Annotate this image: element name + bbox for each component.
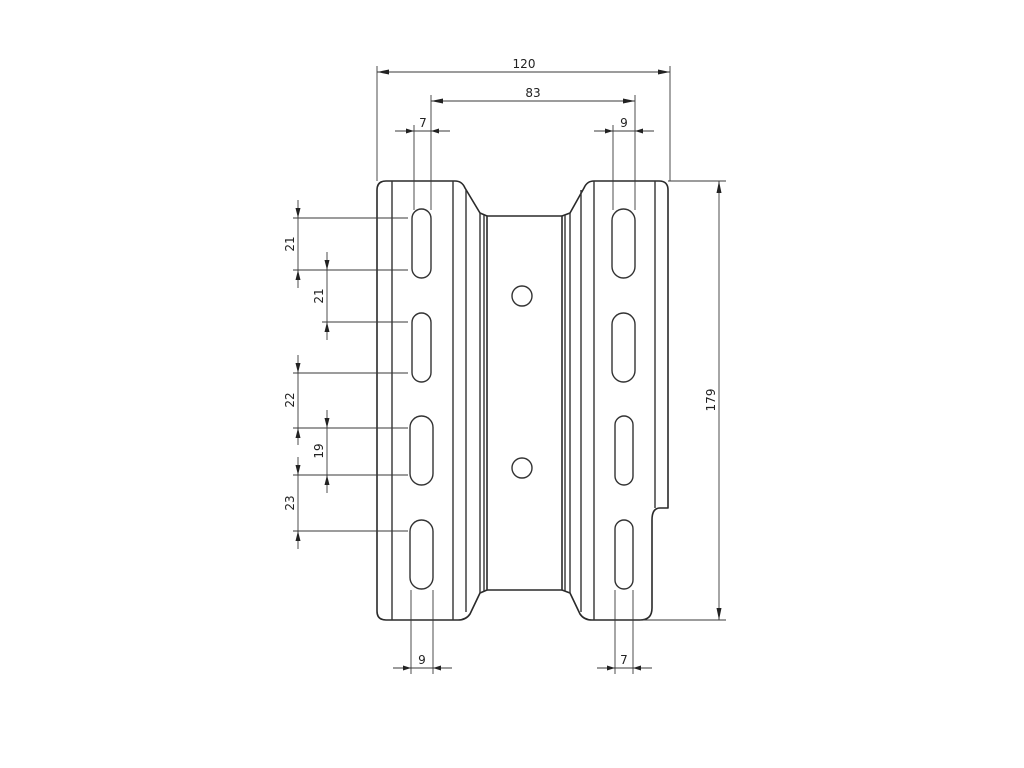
dim-overall-height: 179 (640, 180, 726, 621)
right-slots (611, 208, 636, 590)
left-slots (409, 208, 434, 590)
dim-top-left-slot: 7 (395, 116, 450, 210)
dim-label: 7 (620, 653, 628, 667)
dim-label: 23 (283, 495, 297, 510)
dim-top-right-slot: 9 (594, 116, 654, 210)
slot (614, 415, 634, 486)
dim-bottom-left-slot: 9 (393, 590, 452, 674)
dim-label: 179 (704, 389, 718, 412)
dim-label: 21 (283, 236, 297, 251)
right-bend-lines (564, 181, 656, 620)
slot (611, 208, 636, 279)
hole (511, 285, 533, 307)
dim-label: 83 (525, 86, 540, 100)
dim-label: 9 (620, 116, 628, 130)
dim-bottom-right-slot: 7 (597, 590, 652, 674)
slot (411, 312, 432, 383)
dim-left-pitches: 21 21 22 19 23 (283, 200, 408, 549)
dim-label: 9 (418, 653, 426, 667)
slot (614, 519, 634, 590)
slot (411, 208, 432, 279)
dim-overall-width: 120 (376, 57, 671, 181)
left-bend-lines (391, 181, 485, 620)
bracket-outline (376, 180, 669, 621)
dim-label: 7 (419, 116, 427, 130)
hole (511, 457, 533, 479)
web-holes (511, 285, 533, 479)
slot (409, 415, 434, 486)
dim-slot-span: 83 (430, 86, 636, 210)
dim-label: 19 (312, 443, 326, 458)
dim-label: 120 (513, 57, 536, 71)
slot (611, 312, 636, 383)
slot (409, 519, 434, 590)
dim-label: 22 (283, 392, 297, 407)
dim-label: 21 (312, 288, 326, 303)
